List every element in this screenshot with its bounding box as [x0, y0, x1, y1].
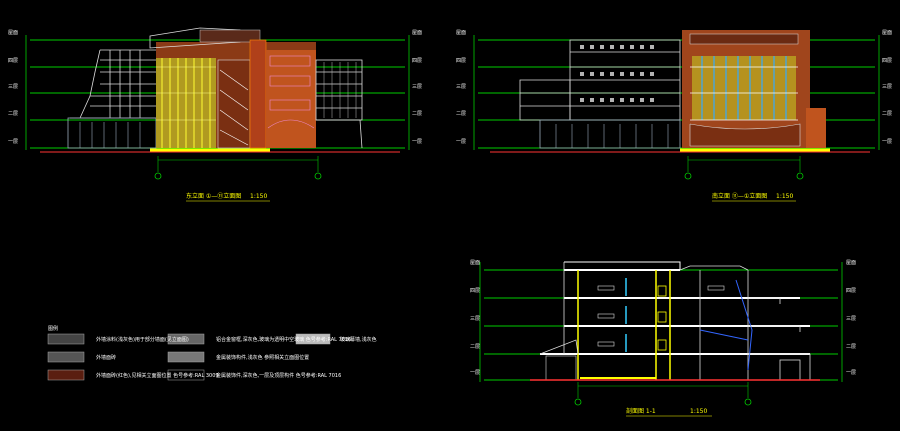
legend-swatch-3 [47, 369, 85, 381]
level-label-3-a-right: 三层 [412, 84, 422, 90]
level-label-4-b-right: 四层 [882, 58, 892, 64]
legend-text-2: 外墙面砖 [96, 354, 116, 361]
level-label-roof-a-right: 屋面 [412, 30, 422, 36]
level-label-4-b: 四层 [456, 58, 466, 64]
section-1-1: 屋面 四层 三层 二层 一层 屋面 四层 三层 二层 一层 [470, 260, 856, 417]
legend-text-5: 金属装饰构件,浅灰色 参照相关立面图位置 [216, 354, 309, 361]
level-label-1-b: 一层 [456, 139, 466, 145]
level-label-3-s: 三层 [470, 316, 480, 322]
level-label-roof-b: 屋面 [456, 30, 466, 36]
legend-swatch-5 [167, 351, 205, 363]
section-scale: 1:150 [690, 408, 707, 415]
level-label-3-b: 三层 [456, 84, 466, 90]
elevation-a-caption: 东立面 ①—⑪立面图 [186, 192, 241, 200]
level-label-2-b-right: 二层 [882, 111, 892, 117]
elevation-b: 屋面 四层 三层 二层 一层 屋面 四层 三层 二层 一层 [456, 30, 892, 202]
legend-title: 图例 [48, 325, 58, 332]
level-label-4-a: 四层 [8, 58, 18, 64]
level-label-1-s-right: 一层 [846, 370, 856, 376]
legend: 图例 外墙涂料(浅灰色)用于部分墙面(见立面图) 外墙面砖 外墙面砖(红色),见… [47, 325, 377, 381]
level-label-roof-s-right: 屋面 [846, 260, 856, 266]
level-label-1-b-right: 一层 [882, 139, 892, 145]
legend-text-1: 外墙涂料(浅灰色)用于部分墙面(见立面图) [96, 336, 189, 343]
elevation-b-caption: 南立面 ⑪—①立面图 [712, 192, 767, 200]
legend-swatch-7 [295, 333, 331, 345]
level-label-3-a: 三层 [8, 84, 18, 90]
section-caption: 剖面图 1-1 [626, 407, 656, 415]
legend-text-7: 玻璃幕墙,浅灰色 [340, 336, 377, 343]
level-label-roof-a: 屋面 [8, 30, 18, 36]
legend-swatch-1 [47, 333, 85, 345]
legend-swatch-6 [167, 369, 205, 381]
level-label-4-a-right: 四层 [412, 58, 422, 64]
level-label-1-a-right: 一层 [412, 139, 422, 145]
level-label-4-s-right: 四层 [846, 288, 856, 294]
elevation-b-scale: 1:150 [776, 193, 793, 200]
legend-swatch-2 [47, 351, 85, 363]
level-label-roof-b-right: 屋面 [882, 30, 892, 36]
elevation-a-scale: 1:150 [250, 193, 267, 200]
level-label-roof-s: 屋面 [470, 260, 480, 266]
legend-swatch-4 [167, 333, 205, 345]
legend-text-3: 外墙面砖(红色),见相关立面图位置 色号参考:RAL 3009 [96, 372, 219, 379]
level-label-4-s: 四层 [470, 288, 480, 294]
level-label-3-s-right: 三层 [846, 316, 856, 322]
level-label-2-b: 二层 [456, 111, 466, 117]
level-label-1-s: 一层 [470, 370, 480, 376]
level-label-3-b-right: 三层 [882, 84, 892, 90]
elevation-a: 屋面 四层 三层 二层 一层 屋面 四层 三层 二层 一层 [8, 27, 422, 202]
legend-text-4: 铝合金窗框,深灰色,玻璃为透明中空玻璃 色号参考:RAL 7016 [216, 336, 351, 343]
level-label-1-a: 一层 [8, 139, 18, 145]
level-label-2-s: 二层 [470, 344, 480, 350]
legend-text-6: 金属装饰件,深灰色,一层及顶层构件 色号参考:RAL 7016 [216, 372, 341, 379]
level-label-2-a: 二层 [8, 111, 18, 117]
level-label-2-a-right: 二层 [412, 111, 422, 117]
level-label-2-s-right: 二层 [846, 344, 856, 350]
